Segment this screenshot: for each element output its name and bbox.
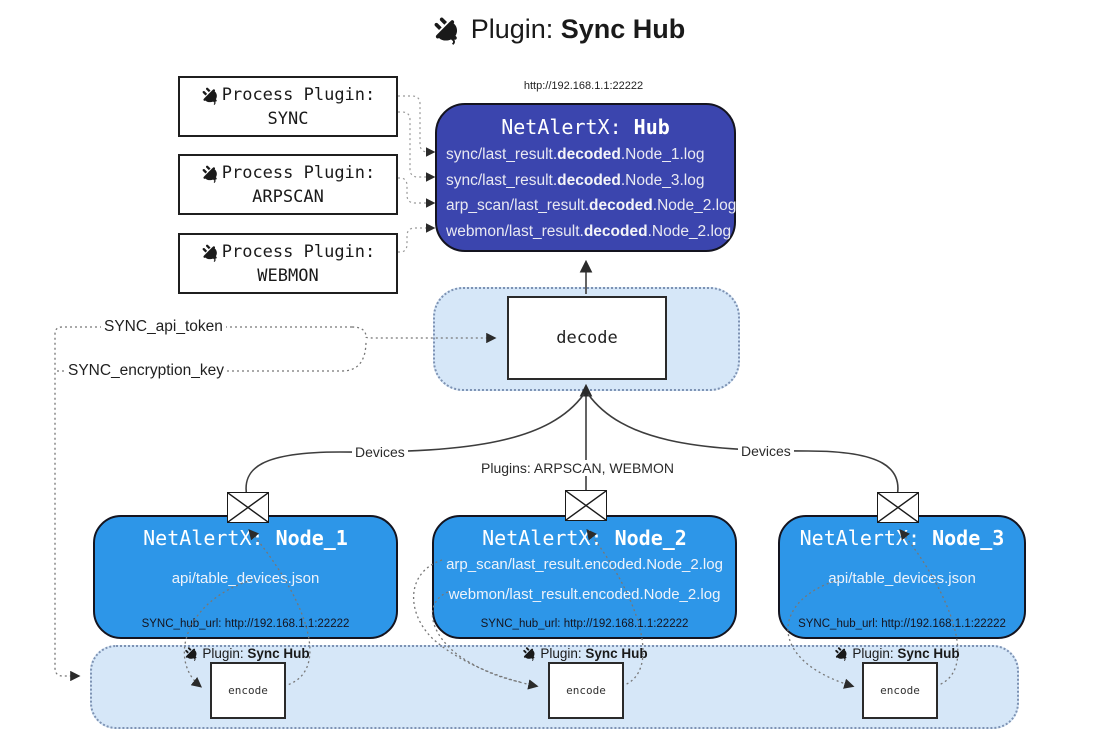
log-pre: arp_scan/last_result.: [446, 197, 590, 214]
encode-plugin-label: Plugin: Sync Hub: [807, 646, 987, 661]
node-title-name: Node_1: [275, 526, 348, 550]
hub-url: http://192.168.1.1:22222: [523, 80, 644, 92]
process-plugin-name: ARPSCAN: [252, 187, 324, 207]
log-post: .Node_1.log: [620, 146, 705, 163]
edge-sync-to-row1: [398, 95, 436, 157]
process-plugin-arpscan: Process Plugin: ARPSCAN: [178, 154, 398, 215]
log-post: .Node_3.log: [620, 171, 705, 189]
hub-log-row: arp_scan/last_result.decoded.Node_2.log: [446, 193, 736, 219]
log-pre: sync/last_result.: [446, 171, 558, 189]
decode-box: decode: [507, 296, 667, 380]
encode-box: encode: [548, 662, 624, 719]
node-hub-url: SYNC_hub_url: http://192.168.1.1:22222: [141, 618, 350, 630]
node-title: NetAlertX: Node_3: [780, 526, 1024, 550]
process-plugin-webmon: Process Plugin: WEBMON: [178, 233, 398, 294]
envelope-icon: [227, 492, 269, 523]
node-title: NetAlertX: Node_1: [95, 526, 396, 550]
node-hub-url: SYNC_hub_url: http://192.168.1.1:22222: [798, 618, 1006, 630]
encode-label: encode: [880, 684, 920, 697]
node-2: NetAlertX: Node_2 arp_scan/last_result.e…: [432, 515, 737, 639]
envelope-icon: [877, 492, 919, 523]
encode-plugin-label: Plugin: Sync Hub: [495, 646, 675, 661]
process-plugin-name: SYNC: [267, 109, 309, 129]
hub-log-row: sync/last_result.decoded.Node_3.log: [446, 168, 732, 194]
process-plugin-name: WEBMON: [257, 266, 319, 286]
plug-icon: [834, 646, 849, 661]
sync-encryption-key-label: SYNC_encryption_key: [65, 362, 227, 380]
node-title-prefix: NetAlertX:: [143, 526, 276, 550]
log-pre: webmon/last_result.: [446, 222, 584, 240]
encode-box: encode: [210, 662, 286, 719]
plug-icon: [522, 646, 537, 661]
encode-plugin-label-text: Plugin: Sync Hub: [202, 646, 309, 661]
plug-icon: [201, 243, 220, 262]
plugin-name: Sync Hub: [897, 646, 960, 661]
encode-label: encode: [566, 684, 606, 697]
page-title: Plugin: Sync Hub: [0, 14, 1117, 45]
edge-node1-to-decode: [245, 393, 585, 498]
process-plugin-label: Process Plugin:: [221, 85, 376, 105]
plugin-prefix: Plugin:: [540, 646, 586, 661]
node-hub-url: SYNC_hub_url: http://192.168.1.1:22222: [480, 618, 689, 630]
decode-label: decode: [556, 328, 618, 348]
encode-label: encode: [228, 684, 268, 697]
log-post: .Node_2.log: [652, 197, 737, 214]
node-1: NetAlertX: Node_1 api/table_devices.json…: [93, 515, 398, 639]
hub-title-prefix: NetAlertX:: [501, 115, 634, 139]
encode-box: encode: [862, 662, 938, 719]
encode-plugin-label: Plugin: Sync Hub: [157, 646, 337, 661]
edge-sync-to-row2: [398, 111, 436, 182]
node-title: NetAlertX: Node_2: [434, 526, 735, 550]
log-bold: decoded: [557, 146, 621, 163]
node-file-line: webmon/last_result.encoded.Node_2.log: [448, 586, 721, 603]
plug-icon: [201, 164, 220, 183]
log-bold: decoded: [557, 171, 621, 189]
node-title-prefix: NetAlertX:: [799, 526, 933, 550]
plug-icon: [201, 86, 220, 105]
hub-log-row: webmon/last_result.decoded.Node_2.log: [446, 219, 732, 245]
node-file-line: api/table_devices.json: [828, 570, 976, 587]
hub-node: NetAlertX: Hub sync/last_result.decoded.…: [435, 103, 736, 252]
log-pre: sync/last_result.: [446, 146, 558, 163]
log-bold: decoded: [589, 197, 653, 214]
hub-title-name: Hub: [633, 115, 670, 139]
plug-icon: [184, 646, 199, 661]
log-post: .Node_2.log: [647, 222, 732, 240]
edge-arpscan-to-row3: [398, 177, 436, 208]
envelope-icon: [565, 490, 607, 521]
title-highlight: Sync Hub: [560, 14, 686, 44]
encode-plugin-label-text: Plugin: Sync Hub: [852, 646, 959, 661]
plugin-name: Sync Hub: [247, 646, 310, 661]
process-plugin-label: Process Plugin:: [221, 163, 376, 183]
encode-plugin-label-text: Plugin: Sync Hub: [540, 646, 647, 661]
log-bold: decoded: [583, 222, 648, 240]
sync-api-token-label: SYNC_api_token: [101, 318, 226, 336]
node-file-line: arp_scan/last_result.encoded.Node_2.log: [446, 556, 723, 573]
node-title-prefix: NetAlertX:: [482, 526, 615, 550]
title-prefix: Plugin:: [470, 14, 561, 44]
plugin-prefix: Plugin:: [852, 646, 898, 661]
node-title-name: Node_2: [614, 526, 687, 550]
process-plugin-label: Process Plugin:: [221, 242, 376, 262]
edge-api-token-corner: [351, 326, 367, 338]
node-3: NetAlertX: Node_3 api/table_devices.json…: [778, 515, 1026, 639]
node-title-name: Node_3: [932, 526, 1005, 550]
node-file-line: api/table_devices.json: [171, 570, 320, 587]
edge-label-devices-right: Devices: [738, 443, 794, 459]
plugin-prefix: Plugin:: [202, 646, 248, 661]
plug-icon: [432, 15, 462, 45]
page-title-text: Plugin: Sync Hub: [471, 14, 686, 45]
hub-log-row: sync/last_result.decoded.Node_1.log: [446, 142, 732, 168]
plugin-name: Sync Hub: [585, 646, 648, 661]
edge-webmon-to-row4: [398, 223, 436, 253]
hub-title: NetAlertX: Hub: [437, 115, 734, 139]
hub-log-list: sync/last_result.decoded.Node_1.log sync…: [446, 142, 736, 245]
edge-label-devices-left: Devices: [352, 444, 408, 460]
process-plugin-sync: Process Plugin: SYNC: [178, 76, 398, 137]
edge-label-plugins: Plugins: ARPSCAN, WEBMON: [478, 460, 677, 476]
